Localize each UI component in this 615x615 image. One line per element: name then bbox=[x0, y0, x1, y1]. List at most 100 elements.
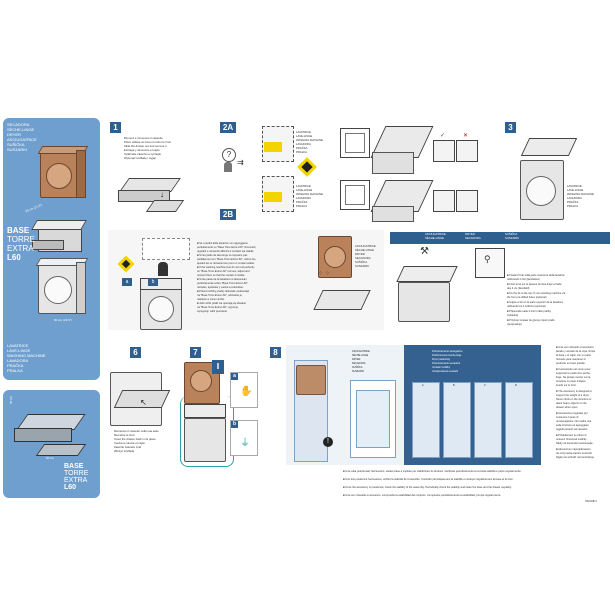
kit-title-line: BASE bbox=[64, 463, 84, 470]
bottom-note: ■ Una vez colocado el accesorio, comprue… bbox=[343, 494, 502, 497]
lang-line: SÈCHE-LINGE bbox=[7, 127, 35, 132]
step5-label: SECADORA bbox=[465, 236, 481, 240]
step7-hand-icon: ✋ bbox=[240, 386, 253, 397]
step2b-highlight bbox=[264, 192, 282, 202]
kit-dim-width: 60 cm bbox=[46, 456, 55, 460]
lang-line: SUŠIČKA bbox=[7, 142, 25, 147]
step4-line: reinsert them so that the contact is sta… bbox=[197, 274, 246, 277]
step8-label: SÈCHE-LINGE bbox=[352, 354, 369, 357]
step8-diagram-left-inner bbox=[356, 390, 390, 448]
right-line: producto en buen estado. bbox=[556, 362, 586, 365]
step6-line: Vuelva a colocar el cajón bbox=[114, 441, 145, 445]
step4-line: ■ Pokud nožičky pračky dokonale nedoseda… bbox=[197, 290, 250, 293]
right-line: un'asciugatrice. Non salire mai bbox=[556, 420, 592, 423]
step2a-line: LAVADORA bbox=[296, 142, 311, 146]
step2a-no-icon: ✕ bbox=[463, 133, 469, 139]
step2a-line: PRAČKA bbox=[296, 146, 308, 150]
washer-door-icon bbox=[44, 276, 72, 304]
step5-line: ■ Sujete el kit en la parte superior de … bbox=[507, 301, 563, 304]
right-line: sostenere il peso di bbox=[556, 416, 579, 419]
step2a-line: PRALKA bbox=[296, 150, 308, 154]
step8-column-a bbox=[412, 382, 440, 458]
step4-washer-door-icon bbox=[148, 296, 174, 322]
step8-column-d bbox=[505, 382, 533, 458]
bottom-note: ■ Una volta posizionato l'accessorio, te… bbox=[343, 470, 522, 473]
step1-line: Wysunąć szufladę i wyjąć bbox=[124, 156, 156, 160]
title-line: EXTRA bbox=[7, 244, 34, 253]
right-line: ■ Una vez colocado el accesorio, bbox=[556, 346, 595, 349]
step2b-detail-1 bbox=[433, 190, 455, 212]
step2b-detail-2 bbox=[456, 190, 478, 212]
step4-line: ajustez-les et réinsérez-les pour un con… bbox=[197, 262, 255, 265]
step8-head: Posicionamiento secadora bbox=[432, 362, 461, 365]
step1-line: Pièce utilisée au bout et retirer le tir… bbox=[124, 140, 171, 144]
step2a-line: LAVE-LINGE bbox=[296, 134, 313, 138]
step4-label: SUSZARKI bbox=[355, 264, 369, 268]
doc-code: TR22/0871 bbox=[585, 500, 597, 503]
question-icon: ? bbox=[222, 148, 236, 162]
step8-dryer bbox=[296, 365, 326, 395]
dryer-door-icon bbox=[46, 163, 72, 189]
step7-washer bbox=[184, 418, 226, 462]
step5-detail-screw-icon: ⚲ bbox=[484, 254, 491, 264]
right-line: ■ Akcesorium zaprojektowano bbox=[556, 448, 591, 451]
step2b-line: LAVADORA bbox=[296, 196, 311, 200]
step8-label: DRYER bbox=[352, 358, 361, 361]
step8-head: Positionnement sèche-linge bbox=[432, 354, 462, 357]
step8-col-label: C bbox=[484, 384, 486, 387]
step3-line: PRALKA bbox=[567, 204, 579, 208]
step4-label: SECADORA bbox=[355, 256, 371, 260]
step5-washer bbox=[398, 282, 450, 322]
step7-tag-a: a bbox=[231, 373, 238, 380]
step5-label: SUSZARKI bbox=[505, 236, 519, 240]
step2b-line: PRAČKA bbox=[296, 200, 308, 204]
right-line: húmedo para mantener el bbox=[556, 358, 586, 361]
step-3-badge: 3 bbox=[505, 122, 516, 133]
step-2a-badge: 2A bbox=[220, 122, 236, 133]
step5-line: ■ Fix the kit to the top of your washing… bbox=[507, 292, 566, 295]
lang-line: PRAČKA bbox=[7, 363, 24, 368]
right-line: ■ Příslušenství je určeno k bbox=[556, 434, 587, 437]
right-line: lavado y secado de la ropa, limpie bbox=[556, 350, 596, 353]
step6-line: Włożyć szufladę bbox=[114, 449, 135, 453]
step8-col-label: D bbox=[515, 384, 517, 387]
step5-detail bbox=[475, 248, 505, 278]
step6-line: Remettre le tiroir bbox=[114, 433, 135, 437]
step3-frame bbox=[520, 138, 578, 156]
right-line: la base y el cajón con un paño bbox=[556, 354, 592, 357]
step8-head: Umístění sušičky bbox=[432, 366, 451, 369]
right-line: structure ni poser d'objets bbox=[556, 380, 586, 383]
right-line: Never climb on the structure or bbox=[556, 398, 592, 401]
right-line: lourds sur le tiroir. bbox=[556, 384, 577, 387]
step7-tag-b: b bbox=[231, 421, 238, 428]
right-line: ■ The accessory is designed to bbox=[556, 390, 592, 393]
step4-line: ■ Jeśli nóżki pralki nie opierają się id… bbox=[197, 302, 247, 305]
washer-side bbox=[76, 262, 86, 314]
step5-line: the four pre-drilled holes (optional) bbox=[507, 296, 547, 299]
step5-top bbox=[390, 232, 610, 244]
step7-manual-icon: ‖ bbox=[212, 360, 224, 374]
step8-head: Dryer positioning bbox=[432, 358, 450, 361]
step8-column-c bbox=[474, 382, 502, 458]
step5-line: des 4 vis (facultatif) bbox=[507, 287, 530, 290]
arrow-down-icon: ↓ bbox=[160, 190, 164, 199]
step2b-line: PRALKA bbox=[296, 204, 308, 208]
step8-warning-icon: ! bbox=[323, 437, 333, 447]
step4-line: ■ If the washing machine feet do not res… bbox=[197, 266, 255, 269]
right-line: Nikdy na konstrukci nestoupejte. bbox=[556, 442, 594, 445]
step3-line: PRAČKA bbox=[567, 200, 579, 204]
right-line: drawer when open. bbox=[556, 406, 579, 409]
lang-line: DRYER bbox=[7, 132, 21, 137]
step5-line: ■ Připevněte sadu k horní části pračky bbox=[507, 310, 552, 313]
step2a-ok-icon: ✓ bbox=[440, 133, 446, 139]
lang-line: SUSZARKI bbox=[7, 147, 28, 152]
lang-line: LAVE-LINGE bbox=[7, 348, 31, 353]
step2b-machine bbox=[372, 206, 414, 222]
step4-line: on "Base Torre Extra L60" remove, adjust… bbox=[197, 270, 250, 273]
step4-label: ASCIUGATRICE bbox=[355, 244, 376, 248]
step4-line: perfettamente su "Base Torre Extra L60" … bbox=[197, 246, 257, 249]
base-tower-frame bbox=[31, 220, 87, 230]
base-drawer bbox=[32, 240, 64, 250]
step5-line: utilizzando 4 fori (facoltativo) bbox=[507, 278, 540, 281]
step-2b-badge: 2B bbox=[220, 209, 236, 220]
